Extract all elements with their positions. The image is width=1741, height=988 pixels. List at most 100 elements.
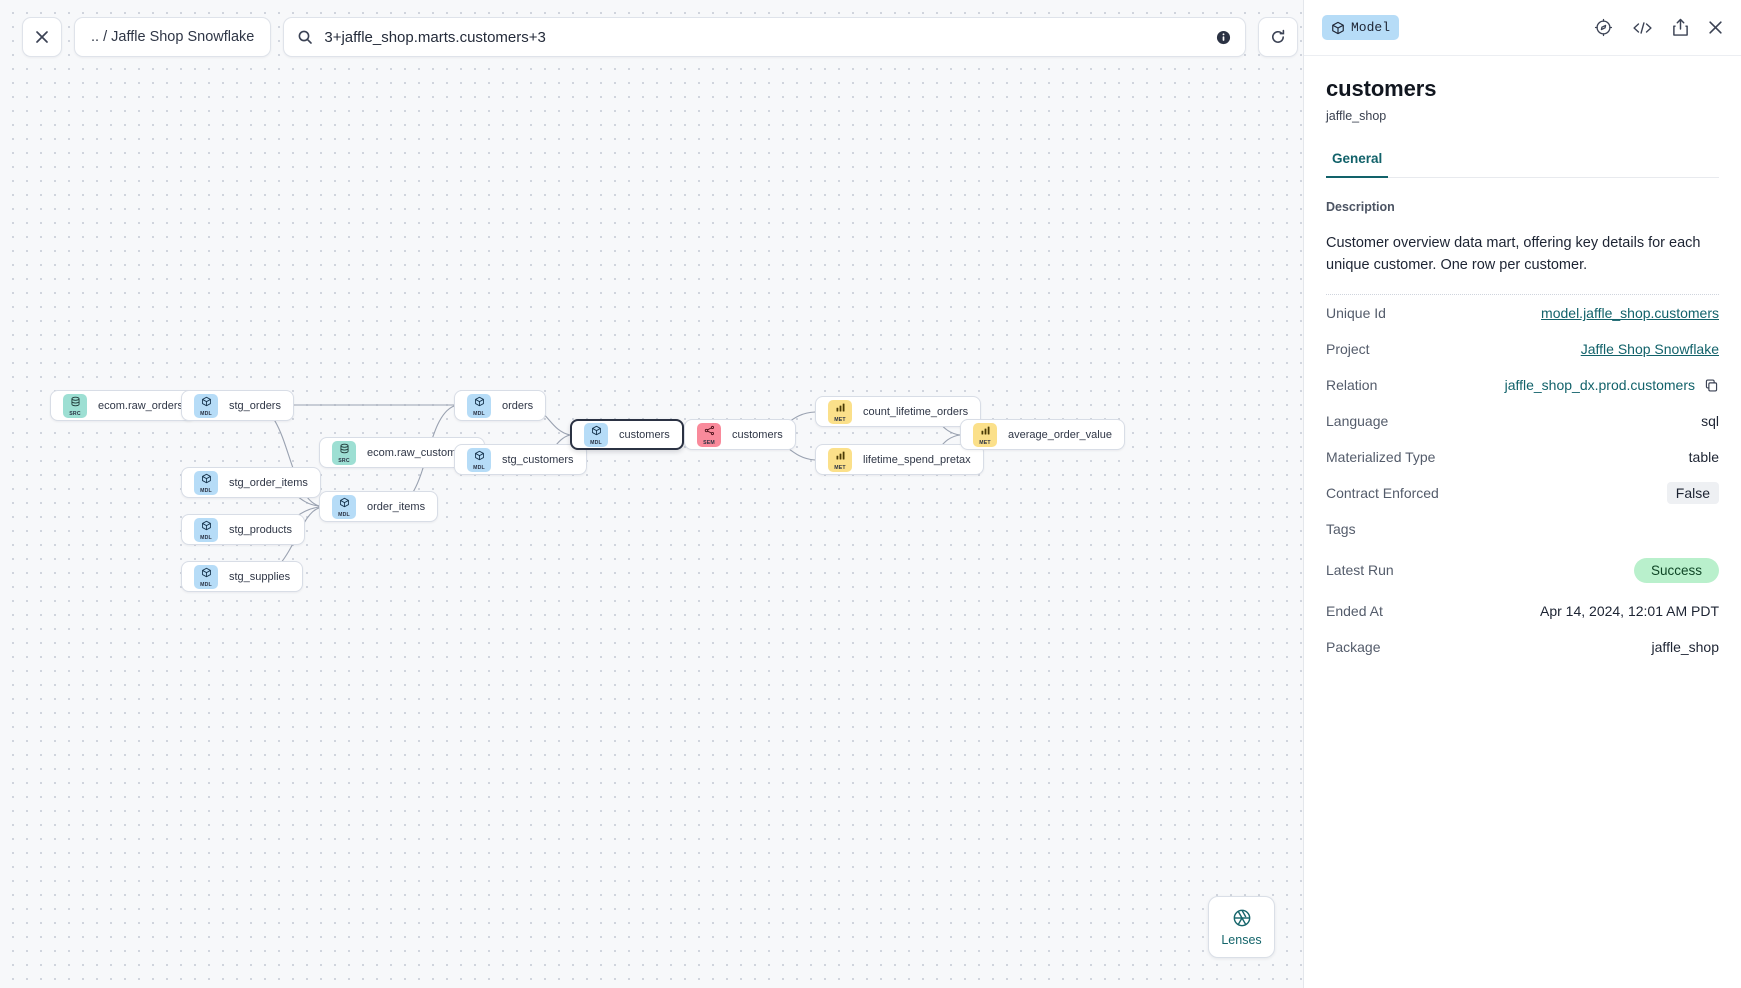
lenses-button[interactable]: Lenses	[1208, 896, 1275, 958]
graph-node-label: stg_order_items	[229, 476, 308, 489]
mdl-icon: MDL	[584, 422, 608, 447]
graph-node-label: order_items	[367, 500, 426, 513]
field-label: Unique Id	[1326, 305, 1386, 322]
field-label: Package	[1326, 639, 1381, 656]
focus-icon[interactable]	[1594, 18, 1613, 37]
mdl-icon: MDL	[194, 517, 218, 542]
field-ended-at: Ended At Apr 14, 2024, 12:01 AM PDT	[1326, 593, 1719, 629]
relation-value: jaffle_shop_dx.prod.customers	[1504, 377, 1695, 394]
src-icon: SRC	[63, 393, 87, 418]
field-label: Tags	[1326, 521, 1356, 538]
graph-node-label: ecom.raw_orders	[98, 399, 183, 412]
field-unique-id: Unique Id model.jaffle_shop.customers	[1326, 295, 1719, 331]
divider	[1326, 294, 1719, 296]
graph-node-average_order_value[interactable]: MET average_order_value	[960, 419, 1125, 450]
graph-node-stg_products[interactable]: MDL stg_products	[181, 514, 305, 545]
materialized-value: table	[1688, 449, 1719, 466]
copy-icon[interactable]	[1704, 378, 1719, 393]
graph-node-label: orders	[502, 399, 534, 412]
field-contract-enforced: Contract Enforced False	[1326, 475, 1719, 511]
close-icon	[35, 30, 49, 44]
field-label: Project	[1326, 341, 1370, 358]
project-link[interactable]: Jaffle Shop Snowflake	[1580, 341, 1719, 358]
graph-node-label: lifetime_spend_pretax	[863, 453, 971, 466]
mdl-icon: MDL	[467, 393, 491, 418]
panel-tabs: General	[1326, 151, 1719, 178]
info-icon[interactable]	[1216, 30, 1231, 45]
met-icon: MET	[828, 447, 852, 472]
field-label: Materialized Type	[1326, 449, 1436, 466]
panel-actions	[1594, 18, 1723, 37]
field-materialized-type: Materialized Type table	[1326, 439, 1719, 475]
mdl-icon: MDL	[194, 564, 218, 589]
field-label: Latest Run	[1326, 562, 1394, 579]
lineage-search[interactable]	[283, 17, 1247, 57]
language-value: sql	[1701, 413, 1719, 430]
page-title: customers	[1326, 76, 1437, 101]
description-text: Customer overview data mart, offering ke…	[1326, 235, 1701, 274]
search-icon	[297, 29, 313, 45]
canvas-toolbar: .. / Jaffle Shop Snowflake	[22, 17, 1299, 57]
contract-value: False	[1666, 482, 1719, 505]
refresh-icon	[1270, 29, 1286, 45]
sem-icon: SEM	[697, 422, 721, 447]
cube-icon	[1331, 21, 1345, 35]
graph-node-orders[interactable]: MDL orders	[454, 390, 547, 421]
refresh-button[interactable]	[1258, 17, 1299, 57]
graph-node-stg_order_items[interactable]: MDL stg_order_items	[181, 467, 321, 498]
field-label: Contract Enforced	[1326, 485, 1439, 502]
lenses-label: Lenses	[1221, 932, 1262, 947]
graph-node-label: stg_supplies	[229, 570, 291, 583]
mdl-icon: MDL	[194, 393, 218, 418]
graph-node-customers_semantic[interactable]: SEM customers	[684, 419, 796, 450]
unique-id-link[interactable]: model.jaffle_shop.customers	[1541, 305, 1719, 322]
status-badge: Success	[1633, 557, 1719, 583]
graph-node-label: customers	[619, 428, 670, 441]
graph-node-ecom_raw_orders[interactable]: SRC ecom.raw_orders	[50, 390, 196, 421]
graph-node-label: stg_orders	[229, 399, 281, 412]
code-icon[interactable]	[1632, 20, 1653, 36]
resource-type-label: Model	[1351, 20, 1391, 35]
panel-body: Description Customer overview data mart,…	[1304, 178, 1741, 665]
graph-node-label: average_order_value	[1008, 428, 1112, 441]
share-icon[interactable]	[1672, 18, 1689, 37]
graph-node-label: customers	[732, 428, 783, 441]
src-icon: SRC	[332, 440, 356, 465]
mdl-icon: MDL	[467, 447, 491, 472]
close-lineage-button[interactable]	[22, 17, 62, 57]
breadcrumb-label: .. / Jaffle Shop Snowflake	[91, 29, 255, 45]
breadcrumb[interactable]: .. / Jaffle Shop Snowflake	[74, 17, 272, 57]
graph-node-count_lifetime_orders[interactable]: MET count_lifetime_orders	[815, 396, 982, 427]
tab-general[interactable]: General	[1326, 151, 1389, 178]
field-language: Language sql	[1326, 403, 1719, 439]
field-tags: Tags	[1326, 511, 1719, 547]
met-icon: MET	[828, 399, 852, 424]
graph-node-stg_orders[interactable]: MDL stg_orders	[181, 390, 294, 421]
field-latest-run: Latest Run Success	[1326, 547, 1719, 593]
graph-node-label: stg_products	[229, 523, 292, 536]
package-value: jaffle_shop	[1651, 639, 1719, 656]
field-label: Relation	[1326, 377, 1378, 394]
mdl-icon: MDL	[194, 470, 218, 495]
close-icon[interactable]	[1708, 20, 1723, 35]
field-label: Ended At	[1326, 603, 1383, 620]
field-package: Package jaffle_shop	[1326, 629, 1719, 665]
graph-node-order_items[interactable]: MDL order_items	[319, 491, 439, 522]
details-panel: Model	[1303, 0, 1741, 988]
ended-at-value: Apr 14, 2024, 12:01 AM PDT	[1540, 603, 1719, 620]
met-icon: MET	[973, 422, 997, 447]
graph-node-lifetime_spend_pretax[interactable]: MET lifetime_spend_pretax	[815, 444, 984, 475]
field-label: Language	[1326, 413, 1389, 430]
search-input[interactable]	[324, 28, 1206, 46]
graph-node-customers_model[interactable]: MDL customers	[570, 419, 684, 450]
panel-title-block: customers jaffle_shop	[1304, 56, 1741, 123]
field-relation: Relation jaffle_shop_dx.prod.customers	[1326, 367, 1719, 403]
graph-node-label: count_lifetime_orders	[863, 405, 969, 418]
field-project: Project Jaffle Shop Snowflake	[1326, 331, 1719, 367]
mdl-icon: MDL	[332, 494, 356, 519]
panel-header: Model	[1304, 0, 1741, 56]
graph-node-stg_supplies[interactable]: MDL stg_supplies	[181, 561, 304, 592]
